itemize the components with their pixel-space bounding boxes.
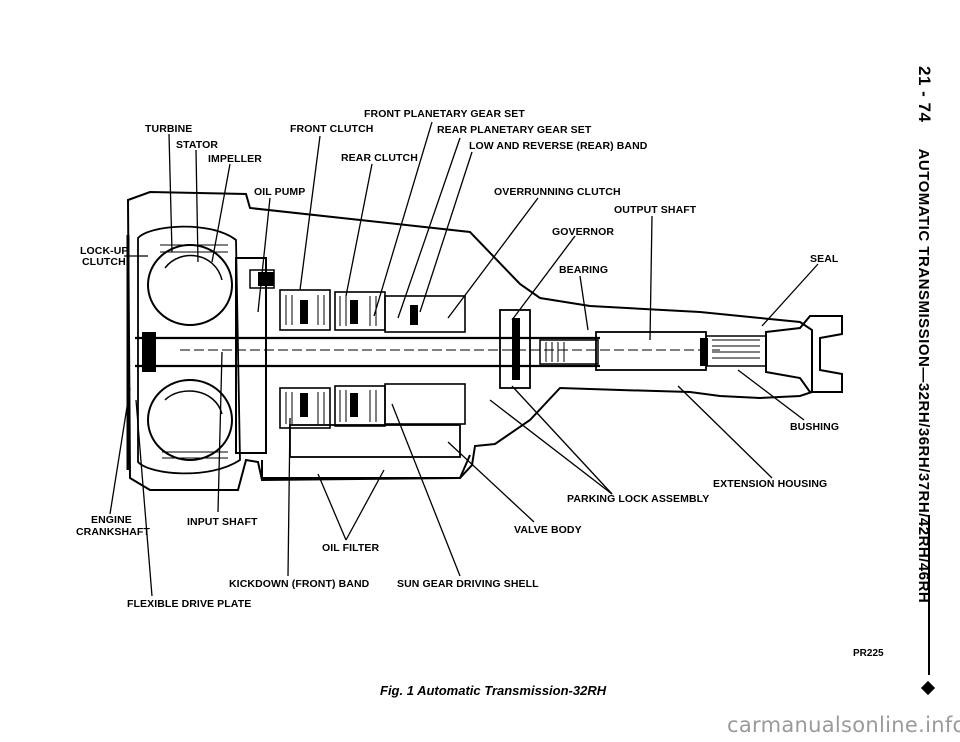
oil-pump-body xyxy=(235,257,267,454)
label-flexible-drive-plate: FLEXIBLE DRIVE PLATE xyxy=(127,598,252,610)
leader-flexplate xyxy=(135,399,153,597)
label-overrunning-clutch: OVERRUNNING CLUTCH xyxy=(494,186,621,198)
leader-parking-lock-1 xyxy=(489,399,613,495)
label-output-shaft: OUTPUT SHAFT xyxy=(614,204,697,216)
rear-clutch-pack xyxy=(334,291,386,331)
figure-code: PR225 xyxy=(853,648,884,659)
figure-caption: Fig. 1 Automatic Transmission-32RH xyxy=(380,683,607,698)
leader-sun-gear xyxy=(391,403,461,577)
leader-input-shaft xyxy=(217,351,223,513)
label-low-reverse-band: LOW AND REVERSE (REAR) BAND xyxy=(469,140,648,152)
leader-valve-body xyxy=(447,441,535,523)
page-number: 21 - 74 xyxy=(915,66,934,123)
leader-oil-pump xyxy=(257,197,271,313)
transmission-case-outline xyxy=(126,190,813,491)
leader-overrunning xyxy=(447,197,539,319)
label-bushing: BUSHING xyxy=(790,421,840,433)
leader-bearing xyxy=(579,275,589,331)
leader-governor xyxy=(511,235,576,321)
leader-low-reverse xyxy=(419,151,473,313)
leader-oil-filter-2 xyxy=(345,469,385,541)
converter-upper-lobe xyxy=(147,244,233,326)
section-rule xyxy=(928,515,930,675)
leader-output-shaft xyxy=(649,215,653,341)
label-engine-crankshaft-line1: ENGINE xyxy=(91,514,132,526)
label-turbine: TURBINE xyxy=(145,123,193,135)
leader-impeller xyxy=(211,163,231,263)
label-valve-body: VALVE BODY xyxy=(514,524,582,536)
valve-body-block xyxy=(289,424,461,458)
label-stator: STATOR xyxy=(176,139,219,151)
main-shaft xyxy=(135,336,600,368)
footer-watermark[interactable]: carmanualsonline.info xyxy=(727,713,960,737)
leader-rear-planetary xyxy=(397,137,461,319)
label-parking-lock-assembly: PARKING LOCK ASSEMBLY xyxy=(567,493,710,505)
leader-seal xyxy=(761,263,819,327)
output-yoke xyxy=(765,315,843,393)
label-input-shaft: INPUT SHAFT xyxy=(187,516,258,528)
label-rear-planetary-gear-set: REAR PLANETARY GEAR SET xyxy=(437,124,592,136)
label-governor: GOVERNOR xyxy=(552,226,615,238)
oil-pan xyxy=(261,454,471,479)
label-sun-gear-driving-shell: SUN GEAR DRIVING SHELL xyxy=(397,578,539,590)
label-front-clutch: FRONT CLUTCH xyxy=(290,123,374,135)
label-bearing: BEARING xyxy=(559,264,609,276)
leader-turbine xyxy=(168,133,173,253)
front-clutch-pack xyxy=(279,289,331,331)
label-rear-clutch: REAR CLUTCH xyxy=(341,152,418,164)
leader-rear-clutch xyxy=(345,163,373,297)
leader-stator xyxy=(195,149,199,263)
label-lockup-clutch-line1: LOCK-UP xyxy=(80,245,129,257)
label-front-planetary-gear-set: FRONT PLANETARY GEAR SET xyxy=(364,108,525,120)
governor-body xyxy=(499,309,531,389)
leader-bushing xyxy=(737,369,805,421)
label-oil-pump: OIL PUMP xyxy=(254,186,306,198)
leader-oil-filter-1 xyxy=(317,473,347,541)
leader-extension-housing xyxy=(677,385,773,479)
output-shaft-body xyxy=(595,331,707,371)
label-kickdown-band: KICKDOWN (FRONT) BAND xyxy=(229,578,370,590)
leader-front-planetary xyxy=(373,121,433,317)
label-engine-crankshaft-line2: CRANKSHAFT xyxy=(76,526,150,538)
label-extension-housing: EXTENSION HOUSING xyxy=(713,478,828,490)
torque-converter-outline xyxy=(137,225,241,475)
converter-lower-lobe xyxy=(147,379,233,461)
page-header: 21 - 74 AUTOMATIC TRANSMISSION—32RH/36RH… xyxy=(914,66,934,603)
leader-kickdown xyxy=(287,417,291,577)
label-lockup-clutch-line2: CLUTCH xyxy=(82,256,126,268)
leader-front-clutch xyxy=(299,135,321,291)
label-seal: SEAL xyxy=(810,253,839,265)
leader-parking-lock-2 xyxy=(511,385,613,495)
label-oil-filter: OIL FILTER xyxy=(322,542,380,554)
planetary-gear-housing-upper xyxy=(384,295,466,333)
label-impeller: IMPELLER xyxy=(208,153,262,165)
leader-engine-crankshaft xyxy=(109,387,131,515)
